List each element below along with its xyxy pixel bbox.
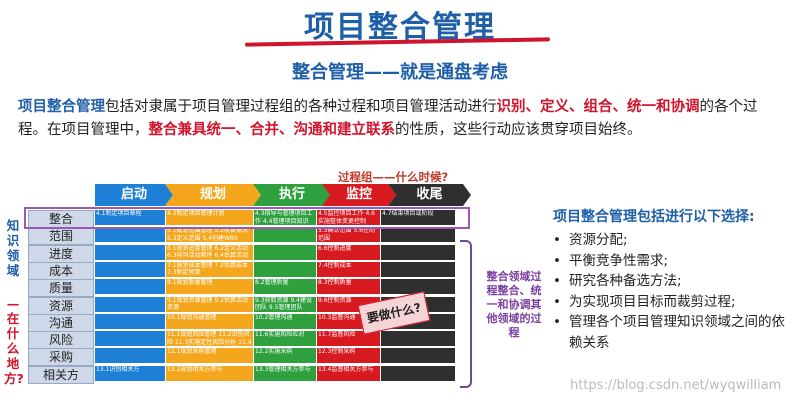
choice-item: 为实现项目目标而裁剪过程; (553, 292, 793, 313)
knowledge-area-label-item: 质量 (28, 279, 94, 298)
integration-annotation: 整合领域过程整合、统一和协调其他领域的过程 (486, 270, 542, 339)
process-cell-close (381, 331, 455, 347)
process-cell-start (95, 331, 165, 347)
process-cell-mon: 12.3控制采购 (317, 348, 380, 364)
process-cell-mon: 8.3控制质量 (317, 279, 380, 295)
knowledge-area-sublabel: —在什么地方? (4, 296, 24, 386)
process-cell-start (95, 279, 165, 295)
phase-closing: 收尾 (388, 184, 471, 206)
process-cell-close (381, 227, 455, 243)
process-cell-plan: 6.1规划进度管理 6.2定义活动 6.3排列活动顺序 6.4估算活动持续时间 … (166, 244, 253, 260)
process-cell-close: 4.7结束项目或阶段 (381, 210, 455, 225)
process-cell-exec: 8.2管理质量 (254, 279, 316, 295)
process-cell-mon: 7.4控制成本 (317, 261, 380, 277)
choice-item: 资源分配; (553, 230, 793, 251)
knowledge-area-label-item: 进度 (28, 244, 94, 263)
process-cell-plan: 4.2制定项目管理计划 (166, 210, 253, 225)
process-cell-close (381, 261, 455, 277)
phase-initiating: 启动 (95, 184, 173, 206)
process-cell-start: 4.1制定项目章程 (95, 210, 165, 225)
knowledge-area-label-item: 成本 (28, 261, 94, 280)
process-cell-exec (254, 227, 316, 243)
choices-list: 资源分配; 平衡竞争性需求; 研究各种备选方法; 为实现项目目标而裁剪过程; 管… (553, 230, 793, 353)
intro-highlight-2: 整合兼具统一、合并、沟通和建立联系 (148, 122, 396, 138)
integration-row-highlight (24, 207, 470, 229)
knowledge-area-label-item: 资源 (28, 296, 94, 315)
process-cell-mon: 13.4监督相关方参与 (317, 365, 380, 381)
process-cell-start (95, 261, 165, 277)
process-group-caption: 过程组——什么时候? (338, 170, 449, 184)
process-cell-plan: 11.1规划风险管理 11.2识别风险 11.3实施定性风险分析 11.4实施定… (166, 331, 253, 347)
process-cell-exec (254, 244, 316, 260)
watermark: https://blog.csdn.net/wyqwilliam (570, 378, 782, 393)
intro-term: 项目整合管理 (18, 99, 105, 115)
choice-item: 管理各个项目管理知识领域之间的依赖关系 (553, 312, 793, 353)
process-cell-start (95, 296, 165, 312)
process-cell-close (381, 348, 455, 364)
process-cell-start: 13.1识别相关方 (95, 365, 165, 381)
process-cell-plan: 13.2规划相关方参与 (166, 365, 253, 381)
process-cell-close (381, 244, 455, 260)
process-cell-close (381, 365, 455, 381)
phase-planning: 规划 (165, 184, 261, 206)
knowledge-area-label-item: 风险 (28, 331, 94, 350)
process-cell-exec: 4.3指导与管理项目工作 4.4管理项目知识 (254, 210, 316, 225)
knowledge-area-label-item: 相关方 (28, 365, 94, 384)
choice-item: 研究各种备选方法; (553, 271, 793, 292)
choice-item: 平衡竞争性需求; (553, 251, 793, 272)
process-cell-start (95, 244, 165, 260)
process-cell-plan: 10.1规划沟通管理 (166, 313, 253, 329)
intro-text-1: 包括对隶属于项目管理过程组的各种过程和项目管理活动进行 (105, 99, 497, 115)
knowledge-area-label: 知识领域 (6, 218, 20, 278)
process-cell-plan: 12.1规划采购管理 (166, 348, 253, 364)
process-cell-exec: 11.6实施风险应对 (254, 331, 316, 347)
process-cell-mon: 4.5监控项目工作 4.6实施整体变更控制 (317, 210, 380, 225)
process-cell-exec: 12.2实施采购 (254, 348, 316, 364)
process-cell-plan: 5.1规划范围管理 5.2收集需求 5.3定义范围 5.4创建WBS (166, 227, 253, 243)
page-subtitle: 整合管理——就是通盘考虑 (292, 62, 508, 83)
process-cell-exec: 13.3管理相关方参与 (254, 365, 316, 381)
process-cell-close (381, 279, 455, 295)
intro-text-3: 的性质，这些行动应该贯穿项目始终。 (395, 122, 642, 138)
phase-monitoring: 监控 (322, 184, 396, 206)
phase-executing: 执行 (253, 184, 331, 206)
process-cell-exec: 9.3获取资源 9.4建设团队 9.5管理团队 (254, 296, 316, 312)
intro-text-2: 的各个过程。在项目管理中， (18, 99, 758, 138)
process-cell-exec: 10.2管理沟通 (254, 313, 316, 329)
process-cell-plan: 7.1规划成本管理 7.2估算成本 7.3制定预算 (166, 261, 253, 277)
knowledge-area-label-item: 范围 (28, 227, 94, 246)
knowledge-area-label-item: 沟通 (28, 313, 94, 332)
process-cell-mon: 11.7监督风险 (317, 331, 380, 347)
process-cell-plan: 8.1规划质量管理 (166, 279, 253, 295)
process-cell-mon: 6.6控制进度 (317, 244, 380, 260)
intro-paragraph: 项目整合管理包括对隶属于项目管理过程组的各种过程和项目管理活动进行识别、定义、组… (18, 96, 778, 142)
process-cell-mon: 5.5确认范围 5.6控制范围 (317, 227, 380, 243)
knowledge-area-label-item: 采购 (28, 348, 94, 367)
choices-title: 项目整合管理包括进行以下选择: (553, 209, 755, 225)
bracket (460, 240, 472, 388)
process-cell-start (95, 348, 165, 364)
process-cell-plan: 9.1规划资源管理 9.2估算活动资源 (166, 296, 253, 312)
process-cell-exec (254, 261, 316, 277)
intro-highlight-1: 识别、定义、组合、统一和协调 (496, 99, 700, 115)
process-cell-start (95, 313, 165, 329)
process-cell-start (95, 227, 165, 243)
